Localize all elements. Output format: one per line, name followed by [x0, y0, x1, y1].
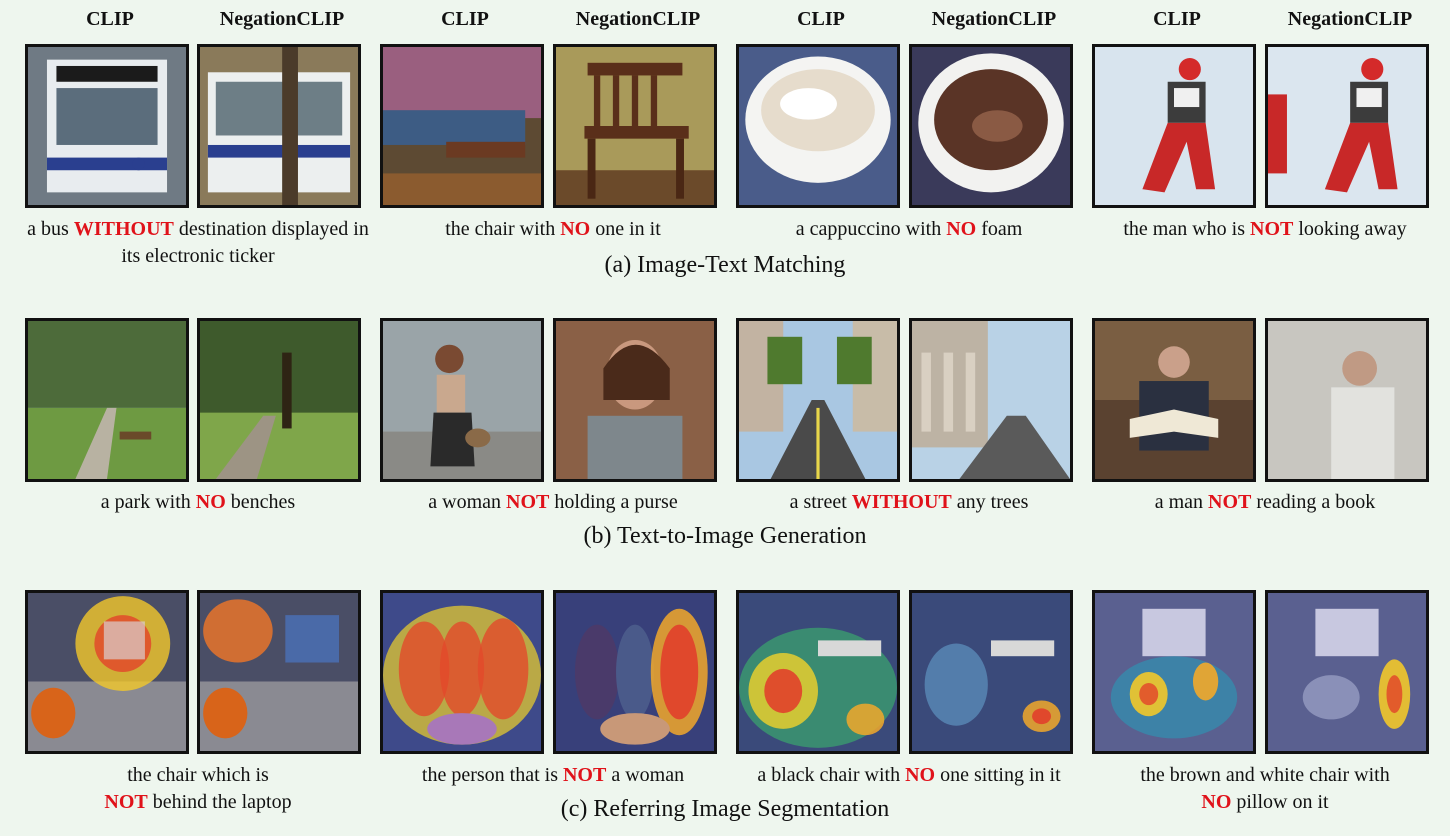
- image-park-negationclip: [197, 318, 361, 482]
- caption: a park with NO benches: [100, 491, 296, 513]
- image-woman-negationclip: [553, 318, 717, 482]
- column-header: NegationCLIP: [219, 8, 345, 30]
- negation-word: NO: [946, 218, 977, 240]
- image-chair-negationclip: [553, 44, 717, 208]
- negation-word: NOT: [1250, 218, 1294, 240]
- image-woman-clip: [380, 318, 544, 482]
- image-chair-clip: [380, 44, 544, 208]
- image-cappuccino-negationclip: [909, 44, 1073, 208]
- image-people-heatmap-negationclip: [553, 590, 717, 754]
- image-bus-clip: [25, 44, 189, 208]
- column-header: CLIP: [86, 8, 134, 30]
- image-reader-negationclip: [1265, 318, 1429, 482]
- negation-word: WITHOUT: [73, 218, 174, 240]
- image-room-heatmap-negationclip: [1265, 590, 1429, 754]
- caption: the person that is NOT a woman: [421, 764, 685, 786]
- image-cappuccino-clip: [736, 44, 900, 208]
- column-header: NegationCLIP: [1287, 8, 1413, 30]
- image-street-clip: [736, 318, 900, 482]
- column-header: NegationCLIP: [575, 8, 701, 30]
- image-park-clip: [25, 318, 189, 482]
- caption: a man NOT reading a book: [1154, 491, 1376, 513]
- caption: a black chair with NO one sitting in it: [757, 764, 1061, 786]
- negation-word: WITHOUT: [851, 491, 952, 513]
- negation-word: NO: [195, 491, 226, 513]
- column-header: CLIP: [797, 8, 845, 30]
- section-label: (b) Text-to-Image Generation: [583, 523, 867, 549]
- negation-word: NOT: [562, 764, 607, 786]
- negation-word: NOT: [506, 491, 550, 513]
- negation-word: NOT: [104, 791, 148, 813]
- image-room-heatmap-clip: [1092, 590, 1256, 754]
- section-label: (a) Image-Text Matching: [604, 252, 846, 278]
- section-label: (c) Referring Image Segmentation: [560, 796, 890, 822]
- negation-word: NO: [905, 764, 936, 786]
- caption: a cappuccino with NO foam: [795, 218, 1023, 240]
- caption: the man who is NOT looking away: [1123, 218, 1407, 240]
- image-stroller-heatmap-negationclip: [909, 590, 1073, 754]
- image-skier-clip: [1092, 44, 1256, 208]
- image-street-negationclip: [909, 318, 1073, 482]
- column-header: CLIP: [441, 8, 489, 30]
- column-header: NegationCLIP: [931, 8, 1057, 30]
- negation-word: NO: [560, 218, 591, 240]
- caption: a woman NOT holding a purse: [428, 491, 678, 513]
- image-reader-clip: [1092, 318, 1256, 482]
- negation-word: NO: [1201, 791, 1232, 813]
- image-laptop-heatmap-clip: [25, 590, 189, 754]
- image-skier-negationclip: [1265, 44, 1429, 208]
- image-people-heatmap-clip: [380, 590, 544, 754]
- column-header: CLIP: [1153, 8, 1201, 30]
- caption: a street WITHOUT any trees: [789, 491, 1029, 513]
- image-bus-negationclip: [197, 44, 361, 208]
- image-laptop-heatmap-negationclip: [197, 590, 361, 754]
- caption: a bus WITHOUT destination displayed in i…: [27, 218, 369, 267]
- caption: the chair with NO one in it: [445, 218, 661, 240]
- image-stroller-heatmap-clip: [736, 590, 900, 754]
- negation-word: NOT: [1208, 491, 1252, 513]
